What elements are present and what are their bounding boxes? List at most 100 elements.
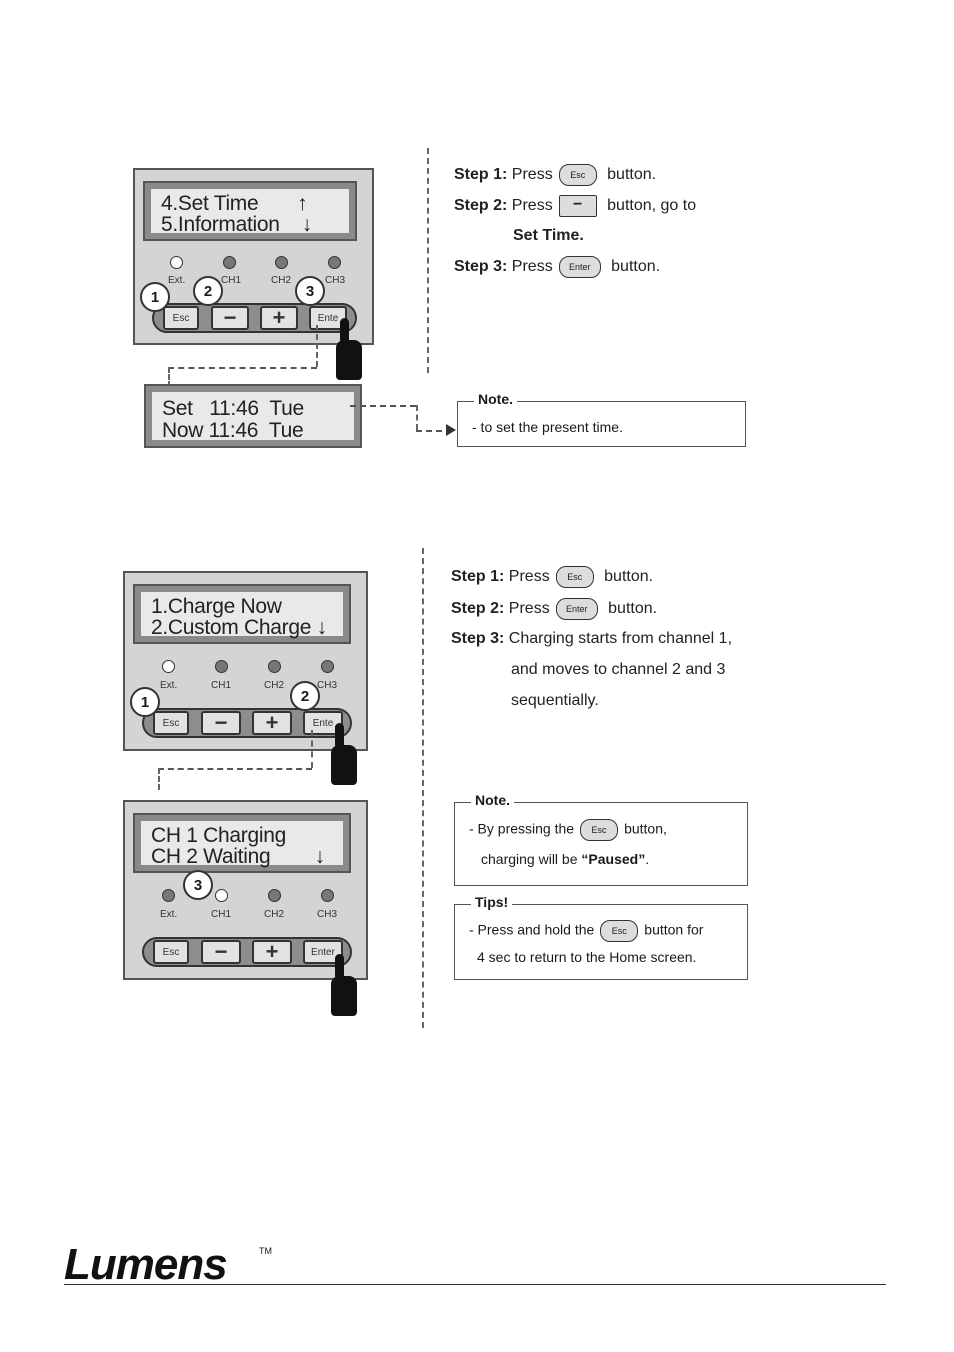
esc-inline-icon: Esc — [558, 164, 597, 186]
device-panel-3: CH 1 Charging CH 2 Waiting ↓ Ext. CH1 CH… — [123, 800, 368, 980]
step-3: Step 3: Charging starts from channel 1, — [451, 630, 733, 647]
led-label-ch3: CH3 — [325, 275, 346, 286]
led-ch3 — [328, 256, 341, 269]
led-label-ch2: CH2 — [271, 275, 292, 286]
arrow-right-icon — [446, 424, 456, 436]
callout-1: 1 — [140, 282, 170, 312]
led-label-ch3: CH3 — [317, 909, 338, 920]
led-ch1 — [215, 660, 228, 673]
divider — [427, 148, 429, 373]
note-line-2: charging will be “Paused”. — [481, 851, 650, 867]
step-3-continuation: sequentially. — [511, 692, 599, 709]
trademark: TM — [259, 1246, 272, 1256]
connector — [350, 405, 416, 407]
led-ch1 — [215, 889, 228, 902]
step-2-continuation: Set Time. — [513, 227, 584, 244]
minus-inline-icon: − — [558, 195, 597, 217]
led-ext — [162, 889, 175, 902]
connector — [158, 768, 160, 790]
led-ch3 — [321, 660, 334, 673]
footer-rule — [64, 1284, 886, 1285]
step-2: Step 2: Press− button, go to — [454, 195, 696, 217]
led-ch2 — [268, 889, 281, 902]
led-ch1 — [223, 256, 236, 269]
led-ext — [162, 660, 175, 673]
connector — [416, 405, 418, 430]
tips-line-2: 4 sec to return to the Home screen. — [477, 949, 697, 965]
callout-2: 2 — [193, 276, 223, 306]
enter-inline-icon: Enter — [558, 256, 601, 278]
plus-button[interactable]: + — [252, 939, 292, 964]
lumens-logo: Lumens — [64, 1240, 228, 1289]
led-label-ext: Ext. — [160, 680, 178, 691]
connector — [416, 430, 452, 432]
enter-inline-icon: Enter — [555, 598, 598, 620]
connector — [158, 768, 312, 770]
callout-2: 2 — [290, 681, 320, 711]
minus-button[interactable]: − — [201, 710, 241, 735]
lcd-line-2: Now 11:46 Tue — [162, 419, 304, 442]
lcd-line-2: CH 2 Waiting ↓ — [151, 845, 325, 868]
connector — [168, 367, 317, 369]
device-panel-1: 4.Set Time ↑ 5.Information ↓ Ext. CH1 CH… — [133, 168, 374, 345]
led-label-ch2: CH2 — [264, 909, 285, 920]
led-label-ext: Ext. — [160, 909, 178, 920]
pointing-hand-icon — [331, 954, 357, 1016]
note-title: Note. — [471, 792, 514, 808]
led-ch2 — [275, 256, 288, 269]
plus-button[interactable]: + — [252, 710, 292, 735]
lcd-line-1: 4.Set Time ↑ — [161, 192, 308, 215]
divider — [422, 548, 424, 1028]
lcd-display-time: Set 11:46 Tue Now 11:46 Tue — [144, 384, 362, 448]
callout-1: 1 — [130, 687, 160, 717]
minus-button[interactable]: − — [211, 305, 249, 330]
enter-button[interactable]: Enter — [303, 940, 343, 964]
lcd-line-1: CH 1 Charging — [151, 824, 286, 847]
callout-3: 3 — [295, 276, 325, 306]
esc-inline-icon: Esc — [580, 819, 619, 841]
esc-button[interactable]: Esc — [153, 940, 189, 964]
note-text: - to set the present time. — [472, 419, 623, 435]
device-panel-2: 1.Charge Now 2.Custom Charge ↓ Ext. CH1 … — [123, 571, 368, 751]
tips-title: Tips! — [471, 894, 513, 910]
led-label-ch3: CH3 — [317, 680, 338, 691]
esc-button[interactable]: Esc — [153, 711, 189, 735]
led-label-ch2: CH2 — [264, 680, 285, 691]
plus-button[interactable]: + — [260, 305, 298, 330]
lcd-display-3: CH 1 Charging CH 2 Waiting ↓ — [133, 813, 351, 873]
connector — [311, 730, 313, 768]
step-3-continuation: and moves to channel 2 and 3 — [511, 661, 726, 678]
lcd-line-2: 2.Custom Charge ↓ — [151, 616, 327, 639]
lcd-display-2: 1.Charge Now 2.Custom Charge ↓ — [133, 584, 351, 644]
connector — [316, 325, 318, 367]
led-label-ch1: CH1 — [221, 275, 242, 286]
esc-inline-icon: Esc — [555, 566, 594, 588]
esc-button[interactable]: Esc — [163, 306, 199, 330]
esc-inline-icon: Esc — [600, 920, 639, 942]
lcd-line-1: Set 11:46 Tue — [162, 397, 304, 420]
minus-button[interactable]: − — [201, 939, 241, 964]
led-label-ch1: CH1 — [211, 909, 232, 920]
note-box-1: Note. - to set the present time. — [457, 391, 746, 447]
lcd-line-1: 1.Charge Now — [151, 595, 282, 618]
led-ext — [170, 256, 183, 269]
led-label-ch1: CH1 — [211, 680, 232, 691]
note-title: Note. — [474, 391, 517, 407]
led-ch2 — [268, 660, 281, 673]
led-ch3 — [321, 889, 334, 902]
pointing-hand-icon — [336, 318, 362, 380]
led-label-ext: Ext. — [168, 275, 186, 286]
lcd-display-1: 4.Set Time ↑ 5.Information ↓ — [143, 181, 357, 241]
connector — [168, 367, 170, 387]
lcd-line-2: 5.Information ↓ — [161, 213, 313, 236]
pointing-hand-icon — [331, 723, 357, 785]
callout-3: 3 — [183, 870, 213, 900]
